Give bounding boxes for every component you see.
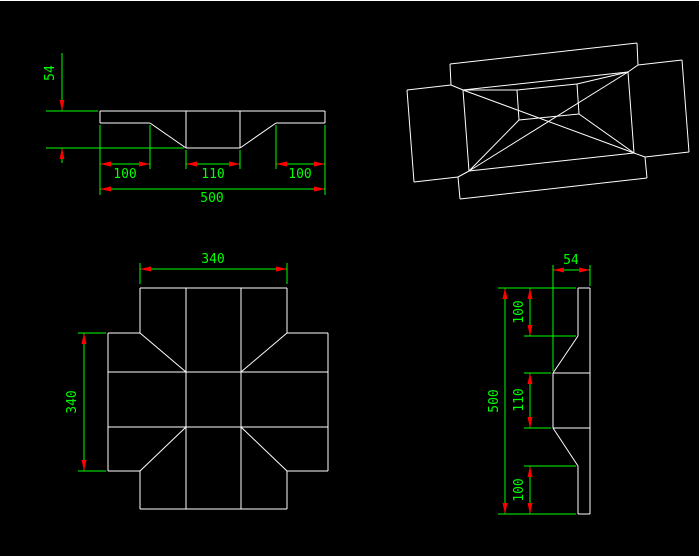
dim-arrowhead	[527, 503, 533, 514]
dim-text-front-right: 100	[288, 167, 311, 182]
dim-arrowhead	[186, 161, 197, 167]
dim-arrowhead	[59, 148, 65, 159]
part-edge	[468, 71, 629, 172]
part-edge	[468, 119, 520, 172]
part-edge	[468, 152, 635, 172]
part-edge	[552, 335, 579, 374]
plan-view-geometry[interactable]	[107, 287, 329, 510]
dim-arrowhead	[579, 267, 590, 273]
isometric-view-geometry[interactable]	[406, 42, 690, 200]
dim-arrowhead	[276, 161, 287, 167]
dim-text-side-thickness: 54	[563, 253, 579, 268]
part-edge	[637, 59, 683, 66]
part-edge	[462, 71, 629, 91]
dim-arrowhead	[527, 373, 533, 384]
dim-arrowhead	[81, 333, 87, 344]
part-edge	[457, 176, 461, 200]
part-edge	[457, 170, 470, 178]
part-edge	[406, 84, 452, 91]
dim-arrowhead	[502, 503, 508, 514]
part-edge	[139, 426, 187, 472]
dim-text-front-overall: 500	[200, 191, 223, 206]
dim-arrowhead	[314, 161, 325, 167]
dim-text-plan-width: 340	[201, 252, 224, 267]
plan-view-dimensions[interactable]: 340 340	[65, 252, 288, 472]
part-edge	[681, 59, 690, 153]
part-edge	[633, 152, 646, 158]
part-edge	[450, 84, 464, 91]
dim-text-side-middle: 110	[512, 388, 527, 411]
part-edge	[516, 83, 578, 91]
dim-arrowhead	[502, 288, 508, 299]
part-edge	[462, 89, 470, 172]
part-edge	[627, 64, 639, 73]
dim-text-side-bottom: 100	[512, 478, 527, 501]
dim-arrowhead	[314, 186, 325, 192]
dim-arrowhead	[527, 288, 533, 299]
side-view-geometry[interactable]	[552, 287, 591, 515]
dim-arrowhead	[59, 100, 65, 111]
part-edge	[406, 89, 415, 183]
part-edge	[578, 113, 635, 154]
dim-text-front-left: 100	[113, 167, 136, 182]
part-edge	[644, 156, 648, 179]
dim-arrowhead	[139, 161, 150, 167]
part-edge	[413, 176, 459, 183]
part-edge	[636, 42, 639, 66]
side-view-dimensions[interactable]: 54 100 110 100 500	[487, 253, 591, 515]
dim-text-side-top: 100	[512, 300, 527, 323]
part-edge	[576, 71, 629, 85]
part-edge	[449, 42, 638, 65]
dim-arrowhead	[100, 161, 111, 167]
dim-arrowhead	[276, 266, 287, 272]
part-edge	[459, 177, 648, 200]
dim-arrowhead	[81, 460, 87, 471]
dim-arrowhead	[140, 266, 151, 272]
dim-arrowhead	[527, 325, 533, 336]
part-edge	[644, 151, 690, 158]
dim-arrowhead	[527, 417, 533, 428]
part-edge	[239, 122, 277, 149]
part-edge	[139, 332, 187, 373]
front-view-geometry[interactable]	[99, 110, 326, 149]
dim-text-plan-height: 340	[65, 390, 80, 413]
dim-arrowhead	[229, 161, 240, 167]
part-edge	[240, 332, 288, 373]
dim-arrowhead	[553, 267, 564, 273]
part-edge	[449, 63, 452, 86]
dim-text-side-overall: 500	[487, 389, 502, 412]
part-edge	[149, 122, 187, 149]
front-view-dimensions[interactable]: 54 100 110 100 500	[43, 53, 326, 206]
dim-arrowhead	[100, 186, 111, 192]
dim-text-front-height: 54	[43, 65, 58, 81]
part-edge	[576, 83, 580, 115]
part-edge	[552, 427, 579, 467]
part-edge	[516, 89, 520, 121]
dim-text-front-middle: 110	[201, 167, 224, 182]
dim-arrowhead	[527, 466, 533, 477]
part-edge	[518, 113, 580, 121]
part-edge	[240, 426, 288, 472]
part-edge	[627, 71, 635, 154]
